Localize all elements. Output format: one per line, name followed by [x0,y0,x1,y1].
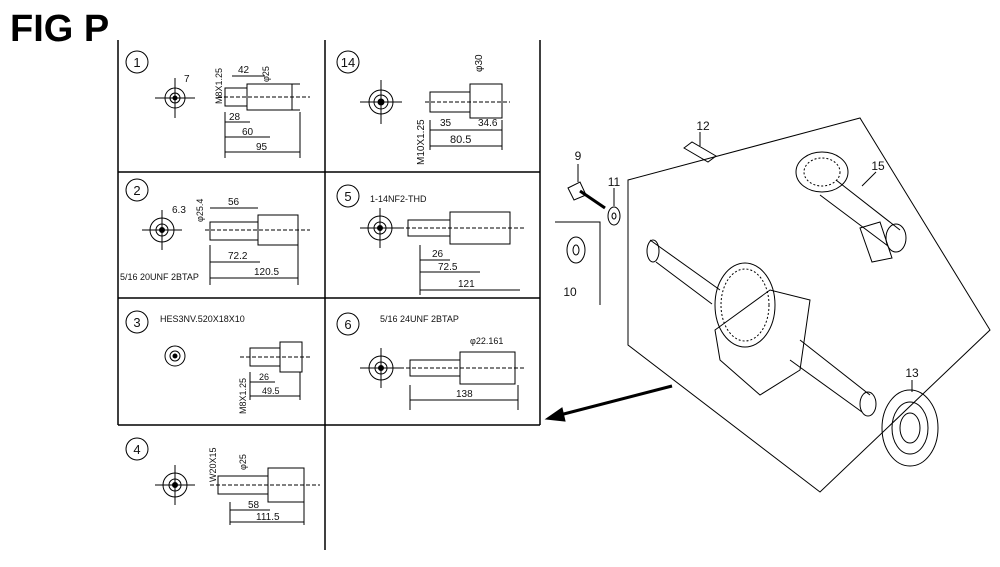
bolt-9 [567,181,606,210]
callout-circle [125,178,149,202]
dim-label: φ22.161 [470,336,503,346]
assembly-box [627,117,991,493]
dim-label: 60 [242,127,254,138]
shaft-14-drawing [360,80,510,150]
variant-id-14: 14 [341,55,355,70]
callout-circle [125,310,149,334]
dim-label: φ25 [238,454,248,470]
callout-circle [125,50,149,74]
dim-label: 56 [228,197,240,208]
dim-label: W20X15 [208,447,218,482]
shaft-5-drawing [360,208,525,295]
dim-label: 58 [248,500,260,511]
callout-13: 13 [905,366,919,380]
variant-id-1: 1 [133,55,140,70]
shaft-1-drawing [155,75,310,158]
dim-label: M10X1.25 [416,119,427,165]
crankshaft [646,239,877,417]
dim-label: 26 [432,249,444,260]
callout-12: 12 [696,119,710,133]
dim-label: 72.2 [228,251,248,262]
dim-label: 34.6 [478,118,498,129]
shaft-15 [795,151,907,263]
washer-11 [607,206,621,226]
variant-id-3: 3 [133,315,140,330]
shaft-3-drawing [164,341,310,400]
dim-label: 6.3 [172,205,186,216]
dim-label: 95 [256,142,268,153]
dim-label: 49.5 [262,386,280,396]
dim-label: 26 [259,372,269,382]
callout-circle [125,437,149,461]
callout-circle [336,184,360,208]
shaft-2-drawing [142,207,310,285]
dim-label: 7 [184,74,190,85]
pointer-arrow [555,384,673,418]
dim-label: φ25 [261,66,271,82]
variant-id-5: 5 [344,189,351,204]
dim-label: 42 [238,65,250,76]
key-12 [683,141,717,163]
dim-label: 80.5 [450,134,471,146]
callout-circle [336,50,360,74]
dim-label: 5/16 24UNF 2BTAP [380,314,459,324]
callout-circle [336,312,360,336]
variant-id-4: 4 [133,442,140,457]
dim-label: 35 [440,118,452,129]
dim-label: 5/16 20UNF 2BTAP [120,272,199,282]
dim-label: 121 [458,279,475,290]
dim-label: 120.5 [254,267,279,278]
dim-label: 28 [229,112,241,123]
callout-11: 11 [608,175,621,189]
leader-line [861,171,877,187]
dim-label: φ25.4 [195,199,205,222]
variant-id-2: 2 [133,183,140,198]
washer-10 [566,236,586,264]
dim-label: 1-14NF2-THD [370,194,427,204]
washer-box [555,221,601,305]
callout-15: 15 [871,159,885,173]
dim-label: M8X1.25 [214,68,224,104]
shaft-4-drawing [155,465,320,525]
dim-label: φ30 [474,54,485,72]
figure-title: FIG P [10,8,110,50]
callout-9: 9 [575,149,582,163]
shaft-6-drawing [360,348,525,410]
variant-id-6: 6 [344,317,351,332]
bearing-13 [881,389,939,467]
dim-label: HES3NV.520X18X10 [160,314,245,324]
pointer-arrow-head [544,407,566,422]
dim-label: M8X1.25 [238,378,248,414]
dim-label: 72.5 [438,262,458,273]
dim-label: 138 [456,389,473,400]
callout-10: 10 [563,285,577,299]
dim-label: 111.5 [256,512,280,523]
